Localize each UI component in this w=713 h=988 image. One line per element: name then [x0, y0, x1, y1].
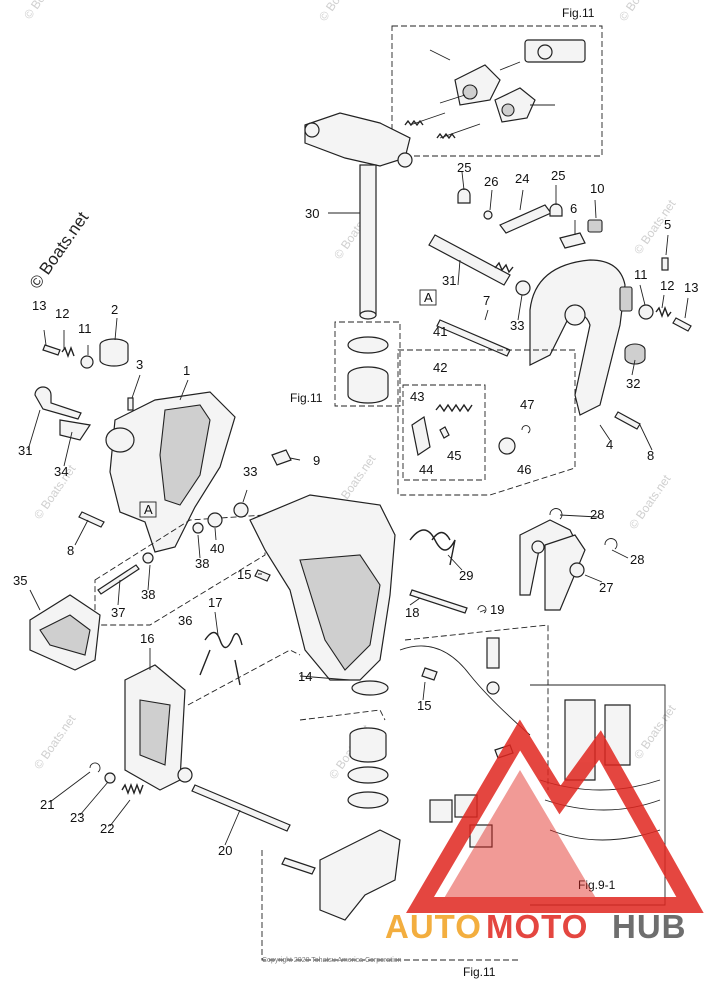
callout-9: 9 [313, 453, 320, 468]
leader-lines [27, 171, 689, 846]
watermark: © Boats.net [626, 472, 674, 532]
fig11-top-group: Fig.11 [391, 6, 603, 157]
callout-6: 6 [570, 201, 577, 216]
callout-26: 26 [484, 174, 498, 189]
callout-12-right: 12 [660, 278, 674, 293]
callout-43: 43 [410, 389, 424, 404]
callout-37: 37 [111, 605, 125, 620]
callout-32: 32 [626, 376, 640, 391]
swivel-bracket-4: 4 [529, 259, 633, 452]
watermark: © Boats.net [631, 702, 679, 762]
callout-40: 40 [210, 541, 224, 556]
callout-15-a: 15 [237, 567, 251, 582]
callout-34: 34 [54, 464, 68, 479]
box-a-left: A [144, 502, 153, 517]
rod-7: A 7 [419, 289, 511, 357]
callout-29: 29 [459, 568, 473, 583]
tilt-handle-35: 35 [13, 573, 101, 671]
callout-13-right: 13 [684, 280, 698, 295]
callout-33-left: 33 [243, 464, 257, 479]
callout-20: 20 [218, 843, 232, 858]
callout-45: 45 [447, 448, 461, 463]
logo-triangle-icon [406, 719, 704, 913]
callout-8-right: 8 [647, 448, 654, 463]
callout-3: 3 [136, 357, 143, 372]
callout-25-b: 25 [551, 168, 565, 183]
swivel-case-14: 14 15 15 [237, 494, 438, 713]
callout-8-left: 8 [67, 543, 74, 558]
callout-35: 35 [13, 573, 27, 588]
callout-10: 10 [590, 181, 604, 196]
callout-11-right: 11 [634, 267, 648, 282]
fig-ref-right-bottom: Fig.9-1 [578, 878, 616, 892]
callout-31-left: 31 [18, 443, 32, 458]
callout-33-right: 33 [510, 318, 524, 333]
callout-21: 21 [40, 797, 54, 812]
callout-15-b: 15 [417, 698, 431, 713]
spring-17: 17 [187, 595, 301, 706]
callout-38-a: 38 [141, 587, 155, 602]
callout-28-b: 28 [630, 552, 644, 567]
callout-19: 19 [490, 602, 504, 617]
watermark: © Boats.net [616, 0, 664, 24]
parts-9-33: 9 33 [233, 449, 320, 518]
bottom-left-parts: 21 23 22 20 [40, 762, 291, 858]
right-screw-set: 11 12 13 32 8 [614, 267, 698, 463]
callout-13-left: 13 [32, 298, 46, 313]
logo-text-moto: MOTO [486, 908, 588, 945]
springs-29-18: 29 18 19 [405, 529, 504, 620]
callout-5: 5 [664, 217, 671, 232]
tilt-lock-assembly-41: 41 42 43 44 45 46 47 [397, 324, 576, 496]
logo-text-hub: HUB [612, 908, 687, 945]
callout-4: 4 [606, 437, 613, 452]
fig-ref-bottom: Fig.11 [463, 965, 496, 979]
callout-11-left: 11 [78, 321, 92, 336]
callout-42: 42 [433, 360, 447, 375]
automotohub-logo: AUTO MOTO HUB [385, 719, 704, 945]
bolt-group-36: 37 38 38 40 36 [94, 512, 266, 628]
watermark-main: © Boats.net [26, 208, 93, 292]
tilt-levers-27: 28 28 27 [519, 507, 644, 611]
fig-ref-left-mid: Fig.11 [290, 391, 323, 405]
callout-12-left: 12 [55, 306, 69, 321]
callout-1: 1 [183, 363, 190, 378]
callout-18: 18 [405, 605, 419, 620]
callout-38-b: 38 [195, 556, 209, 571]
stern-bracket-1: 1 A [105, 363, 236, 553]
watermark: © Boats.net [31, 712, 79, 772]
callout-27: 27 [599, 580, 613, 595]
callout-16: 16 [140, 631, 154, 646]
callout-17: 17 [208, 595, 222, 610]
fig-ref-top: Fig.11 [562, 6, 595, 20]
watermark: © Boats.net [21, 0, 69, 22]
box-a-right: A [424, 290, 433, 305]
callout-2: 2 [111, 302, 118, 317]
callout-46: 46 [517, 462, 531, 477]
rod-31-right: 31 33 [428, 234, 531, 333]
callout-41: 41 [433, 324, 447, 339]
callout-36: 36 [178, 613, 192, 628]
steering-shaft-30: 30 [304, 112, 413, 320]
plate-16: 16 [124, 631, 193, 791]
top-right-parts: 25 26 24 25 6 10 5 [457, 160, 671, 271]
callout-30: 30 [305, 206, 319, 221]
bushing-column: Fig.11 [290, 321, 401, 407]
callout-47: 47 [520, 397, 534, 412]
callout-25-a: 25 [457, 160, 471, 175]
lower-mount: Fig.11 Copyright 2020 Tohatsu America Co… [261, 624, 549, 979]
watermark: © Boats.net [631, 197, 679, 257]
callout-28-a: 28 [590, 507, 604, 522]
callout-44: 44 [419, 462, 433, 477]
watermark: © Boats.net [316, 0, 364, 24]
callout-24: 24 [515, 171, 529, 186]
lower-bushings [299, 709, 389, 809]
callout-31-right: 31 [442, 273, 456, 288]
logo-text-auto: AUTO [385, 908, 482, 945]
callout-7: 7 [483, 293, 490, 308]
copyright: Copyright 2020 Tohatsu America Corporati… [262, 957, 402, 964]
